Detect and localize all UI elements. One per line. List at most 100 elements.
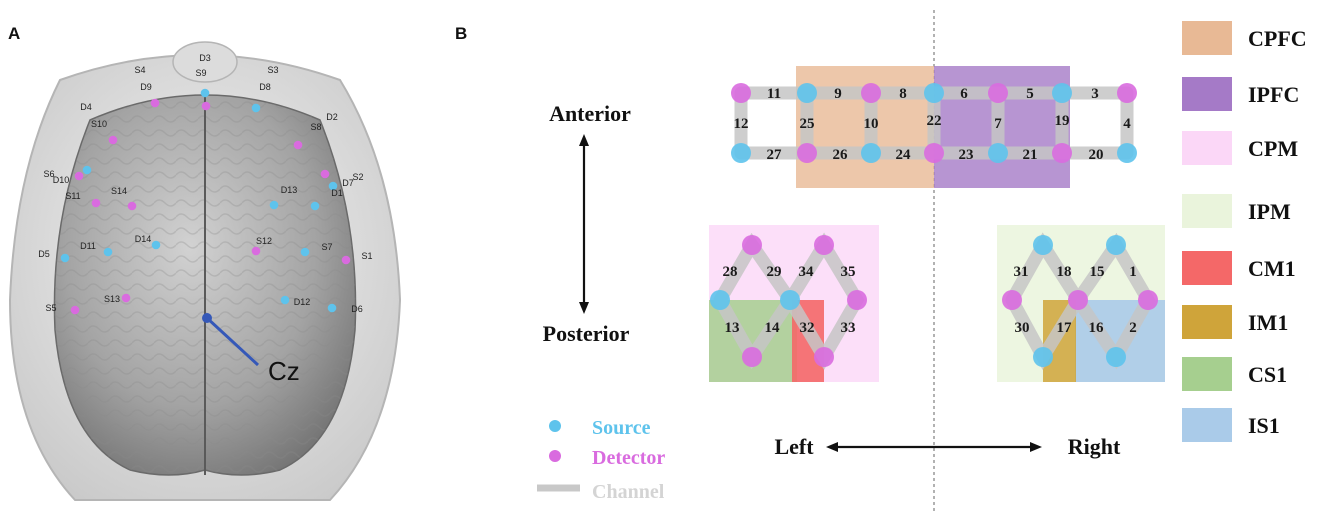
grid-optode-top-0 [731, 83, 751, 103]
grid-optode-lower-2 [710, 290, 730, 310]
optode-label-s13: S13 [104, 294, 120, 304]
channel-2: 2 [1129, 320, 1137, 336]
head-optode-6 [320, 169, 330, 179]
head-optode-20 [280, 295, 290, 305]
optode-label-d7: D7 [342, 178, 354, 188]
grid-optode-lower-8 [1106, 235, 1126, 255]
optode-label-d6: D6 [351, 304, 363, 314]
legend-swatch-is1 [1182, 408, 1232, 442]
grid-optode-lower-7 [1033, 235, 1053, 255]
optode-label-d4: D4 [80, 102, 92, 112]
detector-legend-dot [549, 450, 561, 462]
optode-label-d12: D12 [294, 297, 311, 307]
channel-28: 28 [723, 264, 738, 280]
channel-29: 29 [767, 264, 782, 280]
grid-optode-lower-6 [814, 347, 834, 367]
legend-label-cpm: CPM [1248, 136, 1298, 161]
channel-30: 30 [1015, 320, 1030, 336]
grid-optode-bottom-4 [988, 143, 1008, 163]
grid-optode-top-2 [861, 83, 881, 103]
source-legend-dot [549, 420, 561, 432]
grid-optode-top-3 [924, 83, 944, 103]
head-optodes [60, 88, 351, 315]
optode-label-d3: D3 [199, 53, 211, 63]
optode-label-s11: S11 [65, 191, 80, 201]
head-optode-15 [103, 247, 113, 257]
panel-a-label: A [8, 24, 21, 43]
channel-35: 35 [841, 264, 856, 280]
optode-label-d13: D13 [281, 185, 298, 195]
channel-32: 32 [800, 320, 815, 336]
grid-optodes [710, 83, 1158, 367]
posterior-label: Posterior [543, 321, 630, 346]
optode-label-s7: S7 [321, 242, 332, 252]
ap-arrow-head-down [579, 302, 589, 314]
channel-11: 11 [767, 86, 781, 102]
legend-label-im1: IM1 [1248, 310, 1288, 335]
optode-label-d14: D14 [135, 234, 152, 244]
channel-34: 34 [799, 264, 815, 280]
channel-7: 7 [994, 116, 1002, 132]
channel-23: 23 [959, 147, 974, 163]
legend-swatch-ipfc [1182, 77, 1232, 111]
optode-label-d11: D11 [80, 241, 96, 251]
channel-3: 3 [1091, 86, 1099, 102]
head-optode-1 [150, 98, 160, 108]
channel-10: 10 [864, 116, 879, 132]
channel-16: 16 [1089, 320, 1105, 336]
source-legend-label: Source [592, 417, 651, 439]
channel-4: 4 [1123, 116, 1131, 132]
channel-25: 25 [800, 116, 815, 132]
channel-1: 1 [1129, 264, 1137, 280]
optode-legend: Source Detector Channel [537, 417, 665, 503]
head-optode-23 [201, 101, 211, 111]
grid-optode-bottom-0 [731, 143, 751, 163]
lr-arrow-head-left [826, 442, 838, 452]
channel-20: 20 [1089, 147, 1104, 163]
head-optode-16 [300, 247, 310, 257]
optode-label-d8: D8 [259, 82, 271, 92]
channel-21: 21 [1023, 147, 1038, 163]
legend-swatch-cpfc [1182, 21, 1232, 55]
legend-swatch-cpm [1182, 131, 1232, 165]
channel-27: 27 [767, 147, 783, 163]
head-optode-12 [310, 201, 320, 211]
ap-arrow-head-up [579, 134, 589, 146]
channel-5: 5 [1026, 86, 1034, 102]
optode-label-d5: D5 [38, 249, 50, 259]
grid-optode-top-1 [797, 83, 817, 103]
panel-b-label: B [455, 24, 468, 43]
grid-optode-top-6 [1117, 83, 1137, 103]
right-label: Right [1068, 434, 1121, 459]
channel-33: 33 [841, 320, 856, 336]
legend-label-ipm: IPM [1248, 199, 1291, 224]
channel-26: 26 [833, 147, 849, 163]
grid-optode-top-4 [988, 83, 1008, 103]
optode-label-s5: S5 [45, 303, 56, 313]
channel-19: 19 [1055, 113, 1070, 129]
grid-optode-bottom-2 [861, 143, 881, 163]
head-optode-3 [108, 135, 118, 145]
direction-labels: Anterior Posterior Left Right [543, 101, 1121, 459]
head-optode-8 [328, 181, 338, 191]
legend-label-is1: IS1 [1248, 413, 1280, 438]
channel-22: 22 [927, 113, 942, 129]
grid-optode-lower-10 [1068, 290, 1088, 310]
head-optode-2 [251, 103, 261, 113]
legend-swatch-im1 [1182, 305, 1232, 339]
legend-label-cpfc: CPFC [1248, 26, 1307, 51]
grid-optode-bottom-6 [1117, 143, 1137, 163]
grid-optode-lower-5 [742, 347, 762, 367]
legend-swatch-cs1 [1182, 357, 1232, 391]
channel-12: 12 [734, 116, 749, 132]
grid-optode-lower-11 [1138, 290, 1158, 310]
grid-optode-lower-12 [1033, 347, 1053, 367]
optode-label-s12: S12 [256, 236, 272, 246]
grid-optode-lower-1 [814, 235, 834, 255]
head-optode-11 [269, 200, 279, 210]
legend-label-ipfc: IPFC [1248, 82, 1299, 107]
head-optode-18 [60, 253, 70, 263]
head-optode-9 [91, 198, 101, 208]
